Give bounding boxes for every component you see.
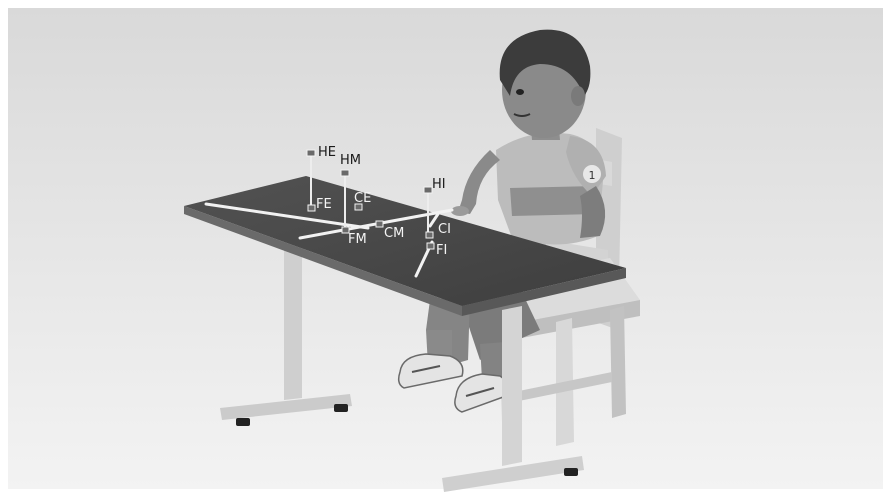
marker-ci bbox=[426, 232, 433, 238]
marker-cm bbox=[376, 221, 383, 227]
marker-fi bbox=[427, 243, 434, 249]
label-hm: HM bbox=[340, 153, 361, 168]
marker-he bbox=[307, 150, 315, 156]
label-cm: CM bbox=[384, 226, 404, 241]
hand bbox=[451, 206, 469, 216]
shirt-badge-label: 1 bbox=[589, 169, 596, 182]
label-fe: FE bbox=[316, 197, 332, 212]
table-leg-back bbox=[284, 236, 302, 400]
label-he: HE bbox=[318, 145, 336, 160]
label-ce: CE bbox=[354, 191, 371, 206]
marker-hi bbox=[424, 187, 432, 193]
label-ci: CI bbox=[438, 222, 451, 237]
label-hi: HI bbox=[432, 177, 446, 192]
label-fm: FM bbox=[348, 232, 367, 247]
label-fi: FI bbox=[436, 243, 447, 258]
table-leg-front bbox=[502, 306, 522, 466]
marker-fe bbox=[308, 205, 315, 211]
marker-hm bbox=[341, 170, 349, 176]
